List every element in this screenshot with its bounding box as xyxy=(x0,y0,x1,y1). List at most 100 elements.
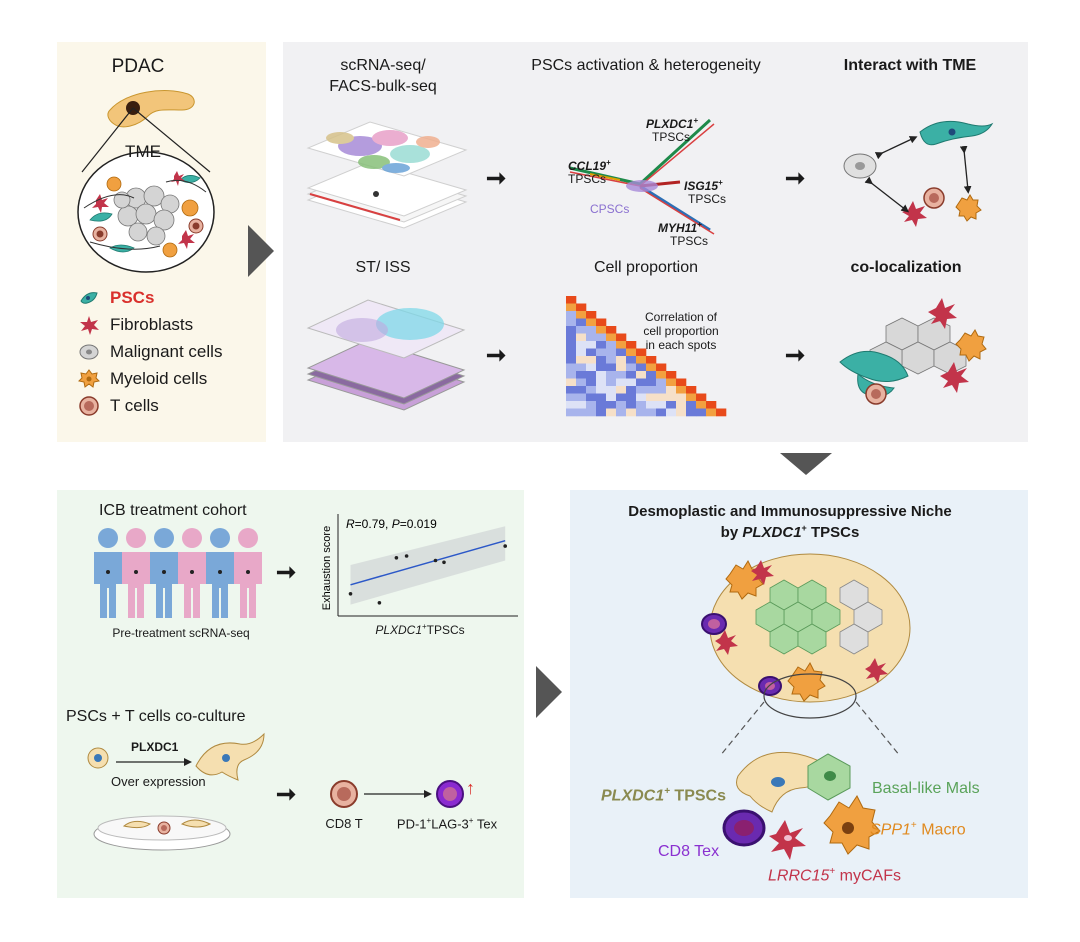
isg15-traj-label: ISG15+ xyxy=(684,178,723,193)
heatmap-cell xyxy=(586,378,597,387)
heatmap-cell xyxy=(596,408,607,417)
heatmap-cell xyxy=(606,356,617,364)
heatmap-cell xyxy=(676,393,687,402)
scatter-ylabel: Exhaustion score xyxy=(321,526,333,610)
heatmap-cell xyxy=(576,408,587,417)
cell-proportion-title: Cell proportion xyxy=(593,259,699,276)
label-lrrc15-mycafs: LRRC15+ myCAFs xyxy=(768,866,901,885)
heatmap-cell xyxy=(646,356,657,364)
patient-figure-icon xyxy=(94,528,122,618)
arrow-coculture-to-tex-icon: ➞ xyxy=(276,781,297,808)
exhaustion-scatter-chart: Exhaustion score R=0.79, P=0.019 xyxy=(321,514,518,617)
heatmap-cell xyxy=(586,371,597,379)
heatmap-cell xyxy=(616,363,627,372)
heatmap-cell xyxy=(566,348,577,357)
cpscs-traj-label: CPSCs xyxy=(590,202,630,216)
heatmap-cell xyxy=(586,363,597,372)
scatter-point xyxy=(433,558,438,563)
heatmap-cell xyxy=(696,408,707,417)
heatmap-cell xyxy=(566,303,577,312)
st-stack-illustration xyxy=(306,299,466,411)
legend-label-psc: PSCs xyxy=(110,288,155,307)
heatmap-cell xyxy=(636,408,647,417)
heatmap-cell xyxy=(576,393,587,402)
overexpression-label: Over expression xyxy=(111,774,206,789)
fibroblast-icon xyxy=(80,316,99,335)
heatmap-cell xyxy=(586,341,597,349)
heatmap-cell xyxy=(666,401,677,409)
niche-tumor-illustration xyxy=(701,553,911,719)
heatmap-cell xyxy=(576,356,587,364)
interact-title: Interact with TME xyxy=(843,57,977,74)
heatmap-cell xyxy=(656,378,667,387)
heatmap-cell xyxy=(606,333,617,342)
heatmap-cell xyxy=(576,341,587,349)
heatmap-cell xyxy=(666,408,677,417)
heatmap-cell xyxy=(686,408,697,417)
niche-title-line2: by PLXDC1+ TPSCs xyxy=(720,523,860,541)
heatmap-cell xyxy=(566,371,577,379)
heatmap-cell xyxy=(616,378,627,387)
heatmap-cell xyxy=(596,356,607,364)
heatmap-cell xyxy=(626,371,637,379)
heatmap-cell xyxy=(566,378,577,387)
heatmap-cell xyxy=(566,311,577,319)
heatmap-cell xyxy=(616,341,627,349)
coculture-illustration xyxy=(87,732,265,851)
scatter-confidence-band xyxy=(350,526,506,605)
heatmap-cell xyxy=(636,378,647,387)
flow-arrow-down-icon xyxy=(780,453,832,475)
heatmap-cell xyxy=(596,326,607,334)
heatmap-cell xyxy=(626,356,637,364)
tcell-exhaustion-illustration xyxy=(330,780,464,808)
scatter-point xyxy=(404,554,409,558)
flow-arrow-right-icon xyxy=(248,225,274,277)
zoom-lines xyxy=(719,701,901,757)
label-spp1-macro: SPP1+ Macro xyxy=(870,820,966,839)
heatmap-cell xyxy=(666,393,677,402)
heatmap-cell xyxy=(676,408,687,417)
heatmap-cell xyxy=(566,333,577,342)
heatmap-cell xyxy=(706,401,717,409)
heatmap-cell xyxy=(566,341,577,349)
heatmap-cell xyxy=(616,371,627,379)
arrow-scrna-to-activation-icon: ➞ xyxy=(486,165,507,192)
heatmap-cell xyxy=(606,341,617,349)
heatmap-cell xyxy=(586,311,597,319)
heatmap-cell xyxy=(586,318,597,327)
heatmap-cell xyxy=(696,393,707,402)
heatmap-cell xyxy=(646,408,657,417)
trajectory-plot xyxy=(569,118,715,235)
cd8t-label: CD8 T xyxy=(325,816,363,831)
heatmap-cell xyxy=(656,408,667,417)
heatmap-note-line3: in each spots xyxy=(645,338,717,352)
heatmap-cell xyxy=(626,378,637,387)
heatmap-cell xyxy=(586,386,597,394)
heatmap-cell xyxy=(666,378,677,387)
heatmap-cell xyxy=(706,408,717,417)
heatmap-cell xyxy=(626,386,637,394)
pancreas-icon xyxy=(107,90,195,128)
patient-figure-icon xyxy=(234,528,262,618)
heatmap-cell xyxy=(686,393,697,402)
heatmap-cell xyxy=(576,303,587,312)
patient-figures xyxy=(94,528,262,618)
heatmap-cell xyxy=(606,408,617,417)
heatmap-cell xyxy=(596,371,607,379)
heatmap-cell xyxy=(576,371,587,379)
scrna-title-line1: scRNA-seq/ xyxy=(340,57,426,74)
heatmap-cell xyxy=(666,386,677,394)
heatmap-note-line1: Correlation of xyxy=(644,310,718,324)
heatmap-cell xyxy=(616,401,627,409)
heatmap-cell xyxy=(606,371,617,379)
heatmap-cell xyxy=(566,408,577,417)
heatmap-cell xyxy=(626,363,637,372)
heatmap-cell xyxy=(676,378,687,387)
heatmap-cell xyxy=(586,333,597,342)
heatmap-cell xyxy=(626,341,637,349)
tme-label: TME xyxy=(125,142,161,161)
heatmap-cell xyxy=(566,401,577,409)
heatmap-cell xyxy=(676,401,687,409)
pdac-label: PDAC xyxy=(111,56,165,77)
heatmap-cell xyxy=(626,401,637,409)
